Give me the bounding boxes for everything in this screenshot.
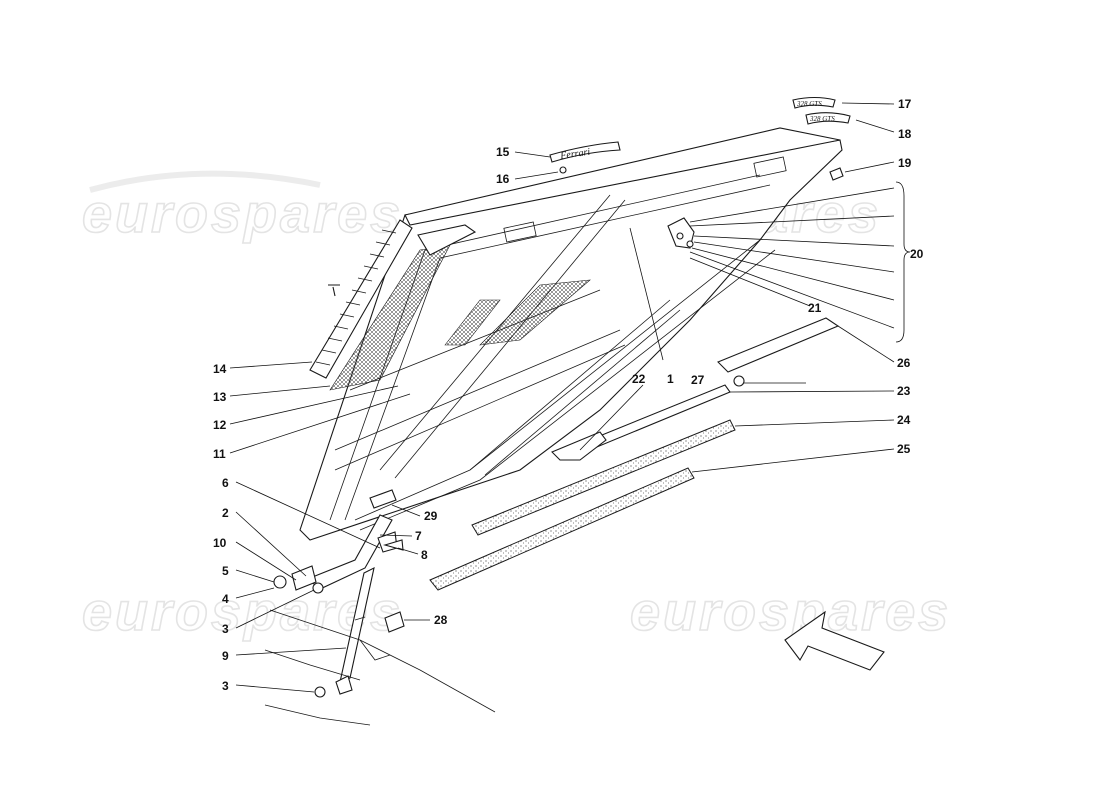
callout-25: 25: [897, 442, 911, 456]
engine-lid: [299, 127, 843, 541]
callout-7: 7: [415, 529, 422, 543]
callout-17: 17: [898, 97, 912, 111]
callout-24: 24: [897, 413, 911, 427]
callout-28: 28: [434, 613, 448, 627]
callout-14: 14: [213, 362, 227, 376]
watermark-bottom-left: eurospares: [82, 582, 403, 642]
callout-21: 21: [808, 301, 822, 315]
badge-pin: [559, 166, 567, 174]
callout-11: 11: [213, 447, 226, 461]
callout-9: 9: [222, 649, 229, 663]
watermark-bottom-right: eurospares: [630, 582, 951, 642]
callout-20: 20: [910, 247, 924, 261]
callout-4: 4: [222, 592, 229, 606]
panel-26: [717, 317, 840, 373]
callout-labels: 1 2 3 3 4 5 6 7 8 9 10 11 12 13 14 15 16…: [213, 97, 924, 693]
plate-29: [369, 489, 397, 509]
emblem-17: 328 GTS: [792, 96, 836, 109]
callout-27: 27: [691, 373, 705, 387]
callout-10: 10: [213, 536, 227, 550]
emblem-script-2: 328 GTS: [809, 115, 835, 123]
callout-5: 5: [222, 564, 229, 578]
brace-20: [895, 181, 911, 343]
callout-3-a: 3: [222, 622, 229, 636]
emblem-script-1: 328 GTS: [796, 100, 822, 108]
rivet-13: [328, 284, 340, 297]
callout-13: 13: [213, 390, 227, 404]
callout-8: 8: [421, 548, 428, 562]
bracket-28: [384, 611, 405, 633]
callout-23: 23: [897, 384, 911, 398]
bracket-22: [551, 431, 607, 461]
ferrari-script: Ferrari: [559, 147, 591, 162]
callout-18: 18: [898, 127, 912, 141]
callout-19: 19: [898, 156, 912, 170]
screw-27: [733, 375, 745, 387]
callout-2: 2: [222, 506, 229, 520]
louvre-slats: [315, 229, 397, 366]
bolt-8: [382, 539, 404, 551]
emblem-18: 328 GTS: [805, 112, 851, 125]
callout-1: 1: [667, 372, 674, 386]
callout-26: 26: [897, 356, 911, 370]
callout-15: 15: [496, 145, 510, 159]
plug-19: [829, 167, 844, 181]
view-direction-arrow: [784, 610, 885, 671]
callout-29: 29: [424, 509, 438, 523]
callout-12: 12: [213, 418, 227, 432]
felt-25: [429, 467, 695, 591]
callout-3-b: 3: [222, 679, 229, 693]
ferrari-script-badge: Ferrari: [549, 141, 621, 163]
mesh-panel-inner: [444, 299, 501, 346]
mesh-panel-center: [479, 279, 591, 346]
leader-lines: [229, 102, 895, 693]
callout-22: 22: [632, 372, 646, 386]
strut-assembly: [273, 489, 405, 698]
callout-16: 16: [496, 172, 510, 186]
body-outline: [264, 609, 496, 726]
watermark-top-left: eurospares: [82, 184, 403, 244]
felt-24: [471, 419, 736, 536]
callout-6: 6: [222, 476, 229, 490]
